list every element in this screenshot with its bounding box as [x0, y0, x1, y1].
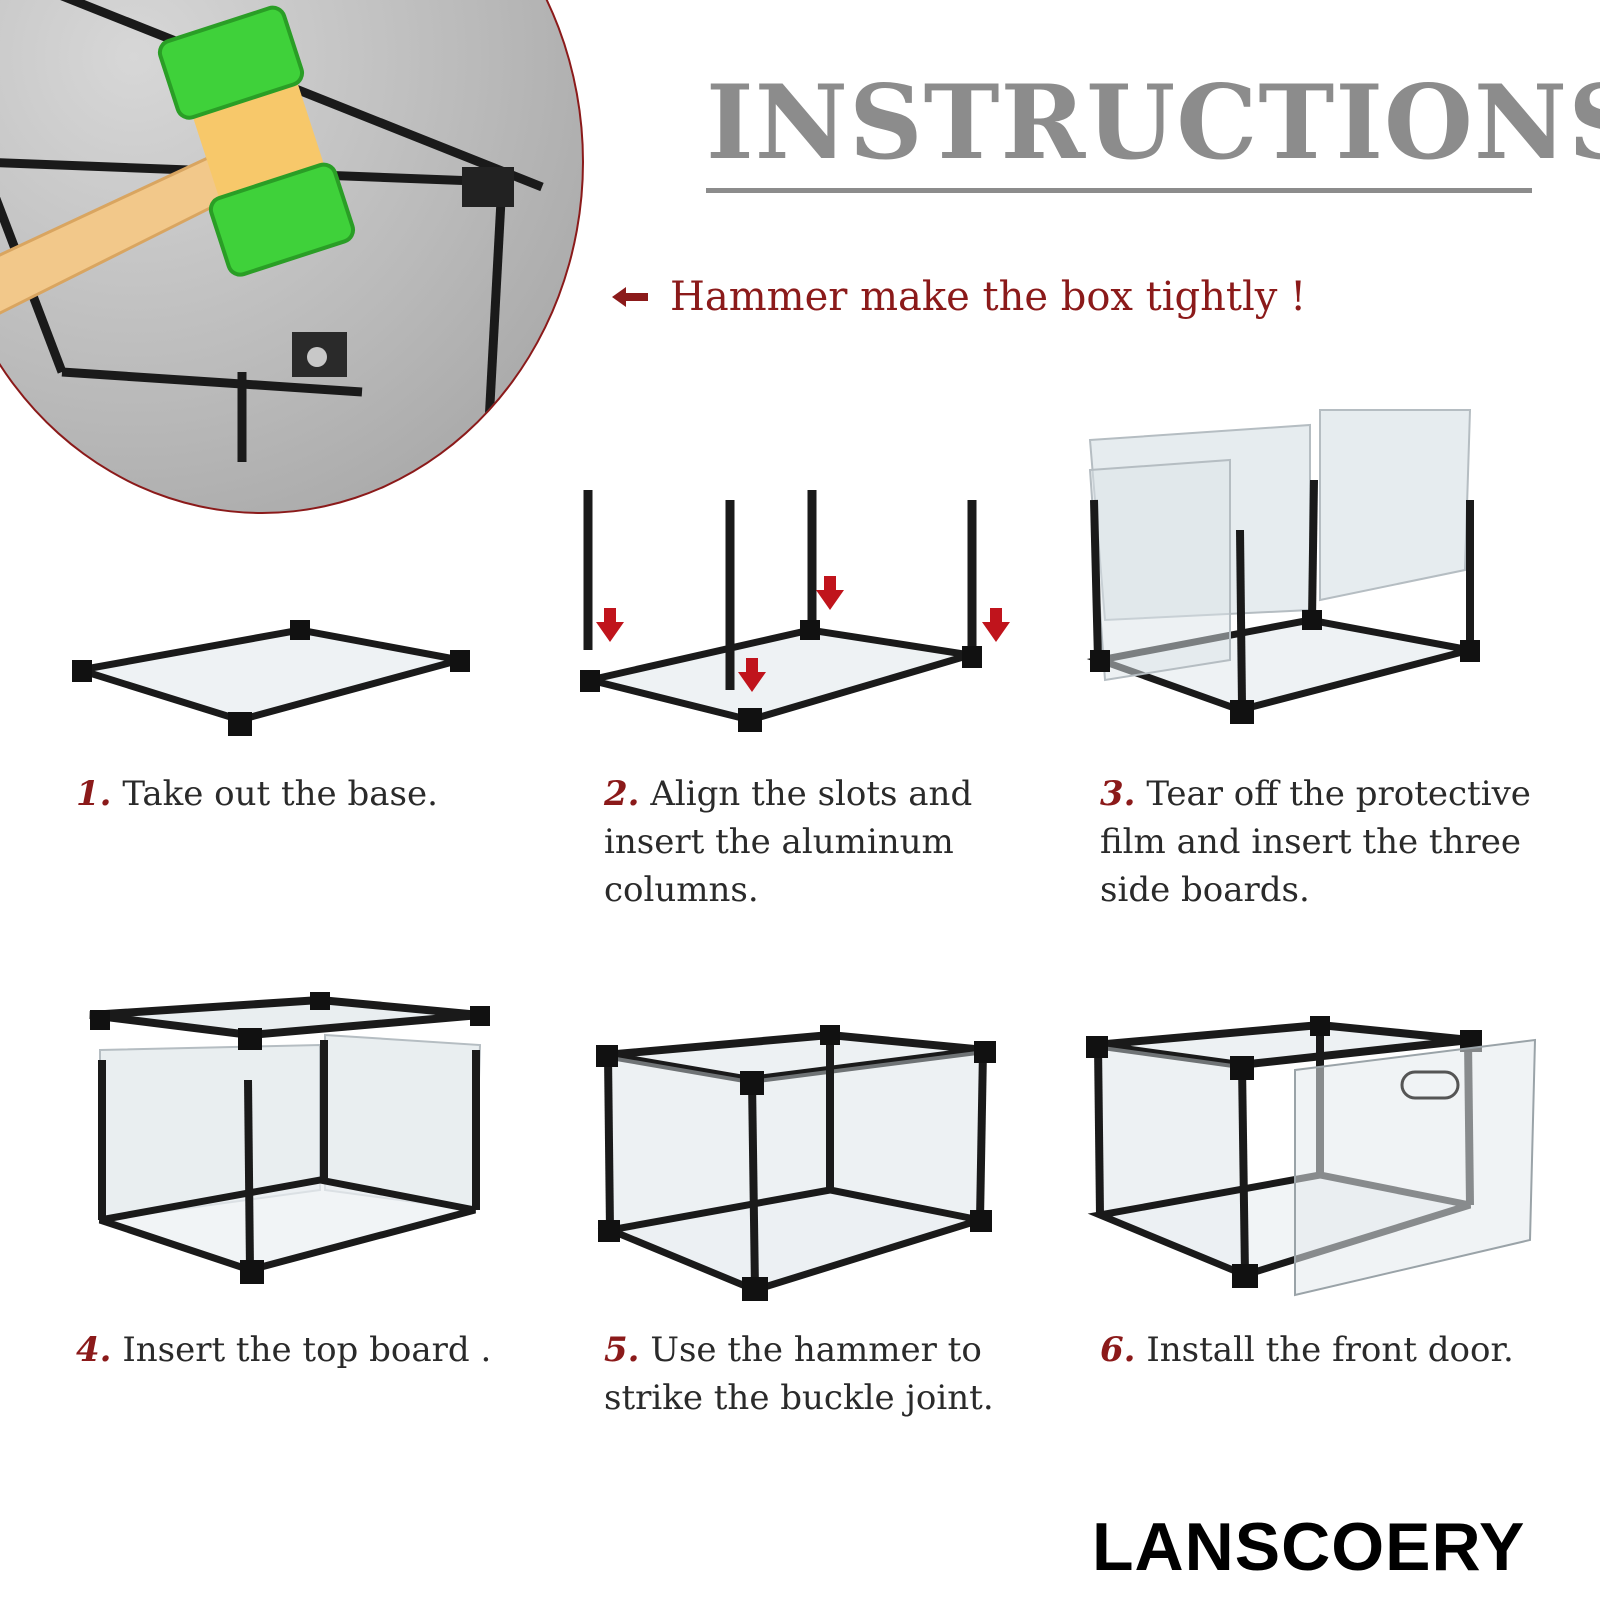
step-2-illustration — [580, 480, 1020, 750]
step-1-number: 1. — [76, 774, 112, 814]
hammer-note: Hammer make the box tightly ! — [612, 274, 1306, 320]
step-3-line-3: side boards. — [1100, 870, 1310, 910]
step-6-line-1: Install the front door. — [1146, 1330, 1514, 1370]
step-2-line-1: Align the slots and — [650, 774, 973, 814]
step-6-number: 6. — [1100, 1330, 1136, 1370]
page-title: INSTRUCTIONS — [706, 63, 1600, 183]
step-6-caption: 6. Install the front door. — [1100, 1326, 1590, 1374]
step-2-caption: 2. Align the slots and insert the alumin… — [604, 770, 1044, 914]
title-underline — [706, 188, 1532, 193]
step-4-number: 4. — [76, 1330, 112, 1370]
hammer-note-text: Hammer make the box tightly ! — [670, 274, 1307, 320]
step-5-line-2: strike the buckle joint. — [604, 1378, 994, 1418]
step-3-caption: 3. Tear off the protective film and inse… — [1100, 770, 1590, 914]
step-6-illustration — [1080, 1010, 1550, 1320]
step-3-line-1: Tear off the protective — [1146, 774, 1531, 814]
step-1-line-1: Take out the base. — [122, 774, 438, 814]
step-3-number: 3. — [1100, 774, 1136, 814]
step-5-caption: 5. Use the hammer to strike the buckle j… — [604, 1326, 1064, 1422]
step-5-line-1: Use the hammer to — [650, 1330, 982, 1370]
step-3-illustration — [1080, 400, 1540, 750]
hero-hammer-photo — [0, 0, 584, 514]
step-3-line-2: film and insert the three — [1100, 822, 1521, 862]
down-arrow-icons — [596, 576, 1010, 692]
step-2-line-2: insert the aluminum — [604, 822, 954, 862]
corner-buckle — [462, 167, 514, 207]
step-1-illustration — [70, 600, 490, 760]
step-2-number: 2. — [604, 774, 640, 814]
step-5-number: 5. — [604, 1330, 640, 1370]
step-4-line-1: Insert the top board . — [122, 1330, 492, 1370]
step-1-caption: 1. Take out the base. — [76, 770, 536, 818]
brand-logo: LANSCOERY — [1092, 1509, 1526, 1585]
hammer-corner-illustration — [0, 0, 544, 512]
step-5-illustration — [590, 1015, 1030, 1305]
door-handle-slot — [1400, 1070, 1460, 1100]
hammer-head — [157, 5, 356, 277]
front-door-panel — [1294, 1038, 1537, 1297]
step-4-illustration — [80, 990, 520, 1300]
arrow-left-icon — [612, 287, 648, 307]
step-2-line-3: columns. — [604, 870, 759, 910]
step-4-caption: 4. Insert the top board . — [76, 1326, 556, 1374]
